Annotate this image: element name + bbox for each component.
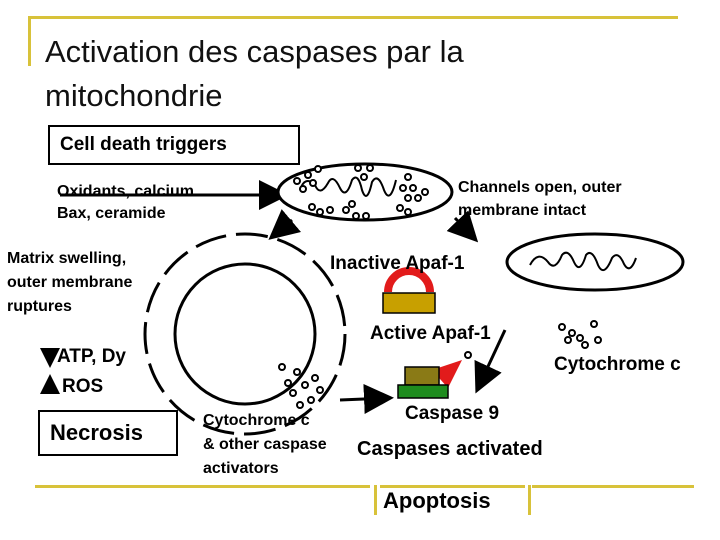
atp-label: ATP, Dy	[57, 346, 126, 367]
frame-bottom-line-left	[35, 485, 370, 488]
cell-death-triggers-box: Cell death triggers	[48, 125, 300, 165]
cytochrome-c-label: Cytochrome c	[554, 354, 681, 375]
cytochrome-dots-right	[558, 320, 602, 349]
cyto-activators-line1: Cytochrome c	[203, 412, 310, 429]
matrix-label-line1: Matrix swelling,	[7, 250, 127, 267]
cytochrome-dots-top	[293, 164, 429, 220]
frame-bottom-tick-2	[528, 485, 531, 515]
channels-label-line2: membrane intact	[458, 202, 587, 219]
caspase9-label: Caspase 9	[405, 403, 500, 424]
arrow-to-channels	[446, 210, 479, 243]
inactive-apaf1-label: Inactive Apaf-1	[330, 253, 465, 274]
frame-bottom-line-right	[532, 485, 694, 488]
frame-bottom-line-mid	[380, 485, 525, 488]
page-title: Activation des caspases par la mitochond…	[45, 34, 464, 113]
mitochondrion-right	[505, 232, 685, 292]
necrosis-box: Necrosis	[38, 410, 178, 456]
frame-top-line	[28, 16, 678, 19]
frame-bottom-tick-1	[374, 485, 377, 515]
cyto-activators-line2: & other caspase	[203, 436, 327, 453]
frame-left-line	[28, 16, 31, 66]
oxidants-label-line2: Bax, ceramide	[57, 205, 166, 222]
active-apaf1-label: Active Apaf-1	[370, 323, 491, 344]
necrosis-label: Necrosis	[50, 420, 143, 445]
matrix-label-line3: ruptures	[7, 298, 72, 315]
inactive-apaf1-shape	[382, 267, 436, 314]
swollen-mitochondrion	[143, 232, 347, 436]
ros-label: ROS	[62, 376, 104, 397]
matrix-label-line2: outer membrane	[7, 274, 133, 291]
oxidants-label-line1: Oxidants, calcium	[57, 183, 194, 200]
apoptosis-label: Apoptosis	[383, 488, 491, 513]
cytochrome-dots-released	[278, 363, 324, 409]
channels-label-line1: Channels open, outer	[458, 179, 622, 196]
arrow-cyto-to-complex	[339, 384, 394, 414]
arrow-to-swelling	[268, 209, 302, 240]
arrow-apaf-down	[474, 329, 507, 394]
cyto-activators-line3: activators	[203, 460, 279, 477]
cell-death-triggers-label: Cell death triggers	[60, 134, 227, 155]
active-apaf1-complex	[397, 351, 472, 399]
caspases-activated-label: Caspases activated	[357, 438, 543, 460]
